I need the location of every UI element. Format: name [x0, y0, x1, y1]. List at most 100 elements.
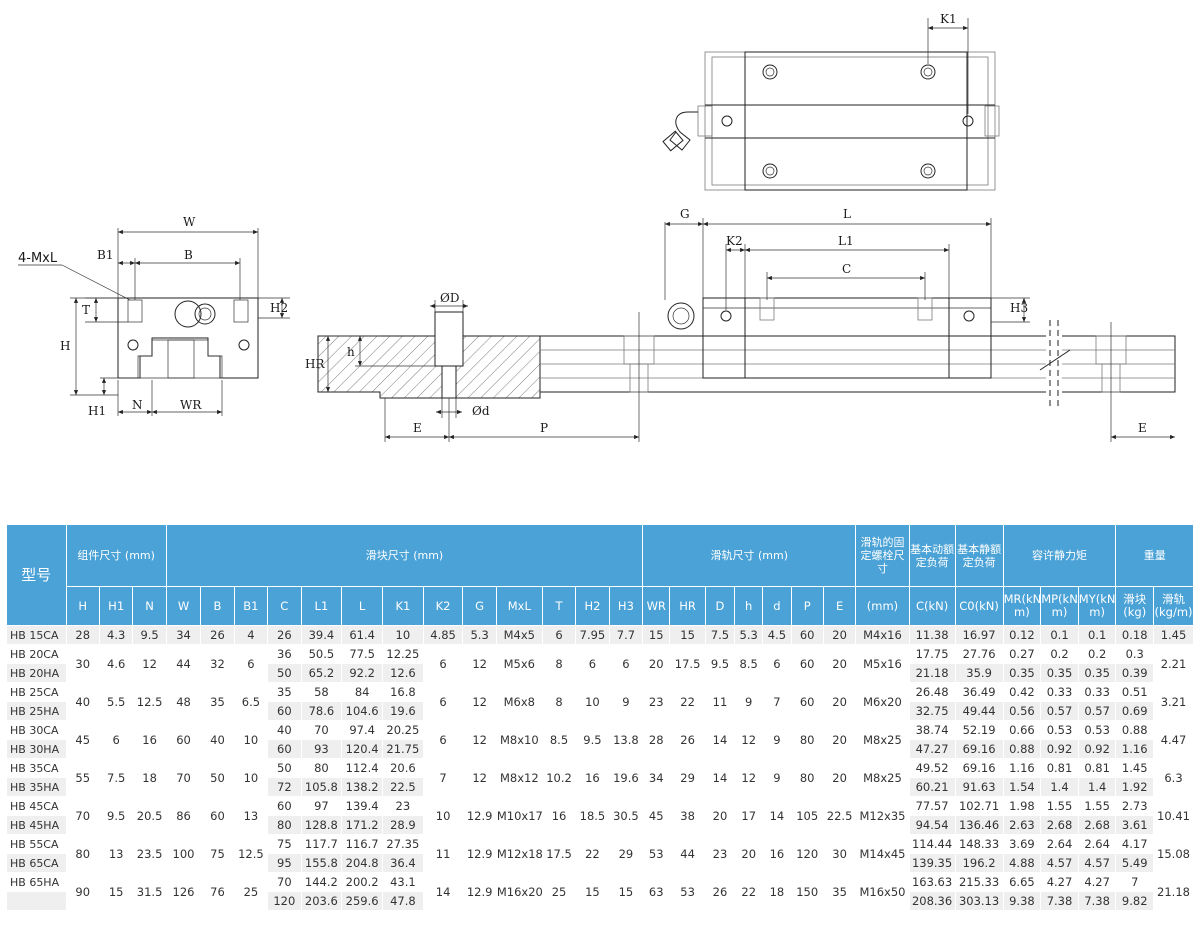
label-t: T: [82, 303, 90, 317]
table-cell: 25: [541, 872, 577, 911]
label-small-d: Ød: [472, 404, 490, 418]
table-cell: 139.35: [908, 853, 956, 873]
table-cell: M4x5: [495, 625, 543, 645]
table-cell: 26: [267, 625, 302, 645]
table-cell: 26: [669, 720, 706, 759]
table-cell: 0.81: [1040, 758, 1079, 778]
table-cell: 6: [575, 644, 610, 683]
table-cell: 20: [822, 644, 857, 683]
table-cell: 97: [300, 796, 343, 816]
table-cell: 8.5: [541, 720, 577, 759]
table-cell: 105.8: [300, 777, 343, 797]
table-cell: 40: [267, 720, 302, 740]
table-cell: 19.6: [382, 701, 424, 721]
table-cell: 47.27: [908, 739, 956, 759]
table-cell: M16x20: [495, 872, 543, 911]
table-cell: 0.92: [1040, 739, 1079, 759]
subheader-cell: D: [704, 586, 736, 626]
table-cell: 1.45: [1115, 758, 1155, 778]
table-cell: 0.88: [1115, 720, 1155, 740]
table-cell: 2.63: [1002, 815, 1042, 835]
table-cell: 4.27: [1077, 872, 1117, 892]
table-cell: 70: [300, 720, 343, 740]
header-moment: 容许静力矩: [1002, 524, 1117, 587]
table-cell: 139.4: [341, 796, 383, 816]
subheader-cell: W: [165, 586, 202, 626]
table-cell: 6.65: [1002, 872, 1042, 892]
table-cell: 259.6: [341, 891, 383, 911]
table-cell: 15: [608, 872, 644, 911]
table-cell: 6.3: [1153, 758, 1194, 797]
table-cell: 0.12: [1002, 625, 1042, 645]
label-h2: H2: [270, 301, 288, 315]
table-cell: 6: [422, 720, 464, 759]
table-cell: 2.64: [1040, 834, 1079, 854]
table-cell: 28.9: [382, 815, 424, 835]
subheader-cell: N: [132, 586, 167, 626]
table-cell: 104.6: [341, 701, 383, 721]
table-cell: 22: [669, 682, 706, 721]
table-cell: 12: [462, 644, 497, 683]
table-cell: 16: [132, 720, 167, 759]
table-cell: 0.2: [1077, 644, 1117, 664]
table-cell: 100: [165, 834, 202, 873]
table-cell: 12.9: [462, 834, 497, 873]
table-cell: 69.16: [954, 758, 1004, 778]
table-cell: 144.2: [300, 872, 343, 892]
table-cell: 0.33: [1077, 682, 1117, 702]
table-cell: 171.2: [341, 815, 383, 835]
label-b: B: [184, 248, 193, 262]
top-view: K1: [662, 12, 1000, 191]
model-cell: [6, 891, 67, 911]
table-cell: 25: [233, 872, 269, 911]
table-cell: 50.5: [300, 644, 343, 664]
table-cell: 12: [132, 644, 167, 683]
model-cell: HB 45HA: [6, 815, 67, 835]
table-cell: 2.21: [1153, 644, 1194, 683]
table-cell: 16: [541, 796, 577, 835]
table-cell: 44: [165, 644, 202, 683]
subheader-cell: P: [790, 586, 824, 626]
model-cell: HB 35HA: [6, 777, 67, 797]
header-rail: 滑轨尺寸 (mm): [642, 524, 857, 587]
table-cell: 17.75: [908, 644, 956, 664]
label-n: N: [132, 398, 143, 412]
table-cell: 0.18: [1115, 625, 1155, 645]
table-cell: 80: [300, 758, 343, 778]
label-big-d: ØD: [440, 291, 459, 305]
table-cell: 6: [422, 644, 464, 683]
table-cell: 77.5: [341, 644, 383, 664]
table-cell: 3.69: [1002, 834, 1042, 854]
table-cell: 0.56: [1002, 701, 1042, 721]
label-h: H: [60, 339, 70, 353]
subheader-cell: E: [822, 586, 857, 626]
label-h1: H1: [88, 404, 106, 418]
subheader-cell: C(kN): [908, 586, 956, 626]
table-cell: M4x16: [855, 625, 910, 645]
table-cell: 29: [608, 834, 644, 873]
table-cell: 4.47: [1153, 720, 1194, 759]
table-cell: 60: [200, 796, 235, 835]
table-cell: 20: [822, 682, 857, 721]
table-cell: 120: [790, 834, 824, 873]
table-cell: 6.5: [233, 682, 269, 721]
table-cell: 12.6: [382, 663, 424, 683]
header-static-load: 基本静额定负荷: [954, 524, 1004, 587]
subheader-cell: L: [341, 586, 383, 626]
table-cell: 15: [669, 625, 706, 645]
table-cell: 49.44: [954, 701, 1004, 721]
table-cell: 203.6: [300, 891, 343, 911]
table-cell: 12: [462, 682, 497, 721]
table-cell: 3.21: [1153, 682, 1194, 721]
subheader-cell: H: [65, 586, 100, 626]
table-cell: 20: [642, 644, 671, 683]
table-cell: M12x35: [855, 796, 910, 835]
table-cell: 1.54: [1002, 777, 1042, 797]
table-cell: 28: [642, 720, 671, 759]
table-cell: 14: [762, 796, 792, 835]
